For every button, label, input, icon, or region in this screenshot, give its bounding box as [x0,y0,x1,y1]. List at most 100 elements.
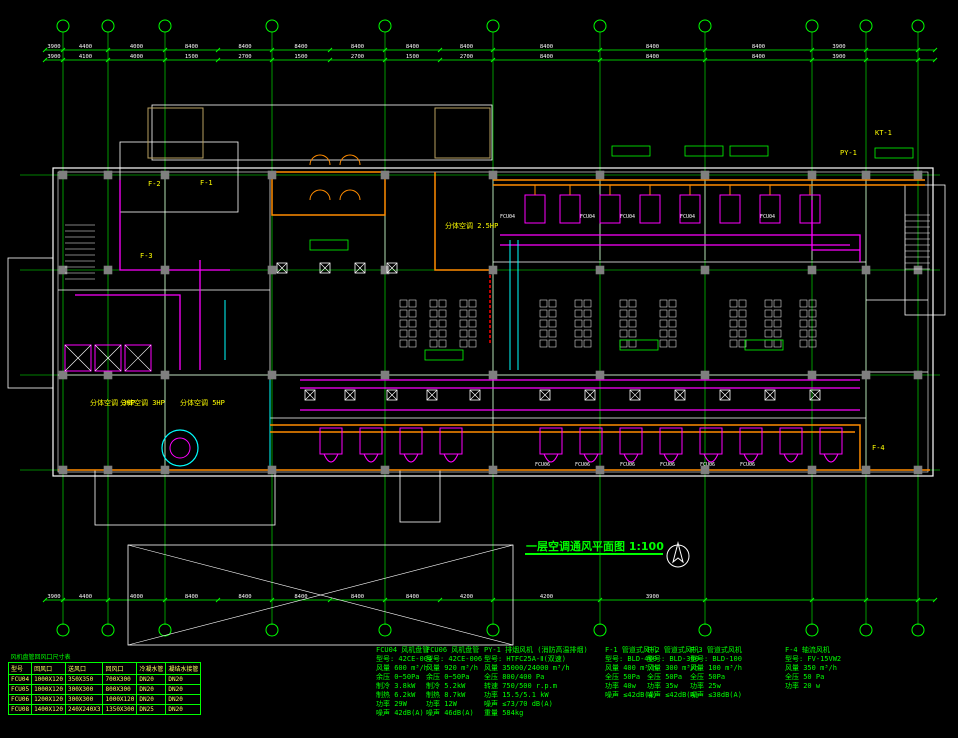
air-diffuser [674,389,686,401]
spec-line: 全压 800/400 Pa [484,673,545,681]
equipment-spec: PY-1 排烟风机 (消防高温排烟)型号: HTFC25A-Ⅱ(双速)风量 35… [484,646,588,718]
column [913,170,923,180]
column [913,265,923,275]
desk-seat [738,339,747,348]
dim-text: 8400 [238,594,251,600]
stair-wall [119,141,239,213]
fcu-tag: FCU06 [535,462,550,468]
air-diffuser [719,389,731,401]
dim-tick [702,57,708,63]
dim-tick [215,597,221,603]
spec-line: 型号: BLD-300 [647,655,699,663]
dim-tick [269,57,275,63]
dim-text: 4100 [79,54,92,60]
fcu-unit [719,194,741,224]
round-stair [161,429,199,467]
chilled-water-pipe [434,172,493,271]
desk-seat [729,319,738,328]
spec-line: 噪声 ≤42dB(A) [605,691,657,699]
axis-bubble [859,623,873,637]
dim-tick [809,47,815,53]
desk-seat [668,309,677,318]
column [807,265,817,275]
air-diffuser [584,389,596,401]
dim-text: 4200 [540,594,553,600]
spec-line: 型号: 42CE-004 [376,655,433,663]
desk-seat [773,309,782,318]
desk-seat [729,309,738,318]
desk-seat [459,309,468,318]
desk-seat [729,299,738,308]
door-swing [319,154,331,166]
fcu-unit [659,427,683,455]
desk-seat [468,309,477,318]
axis-bubble [698,623,712,637]
spec-line: 风量 35000/24000 m³/h [484,664,570,672]
table-cell: 1000X120 [31,684,66,695]
spec-title: FCU04 风机盘管 [376,646,430,654]
desk-seat [399,319,408,328]
side-stair [904,184,946,316]
dim-text: 4000 [130,54,143,60]
dim-tick [915,57,921,63]
table-header-cell: 回风口 [31,662,66,675]
table-cell: 1400X120 [31,704,66,715]
table-header-cell: 型号 [7,662,33,675]
dim-tick [327,47,333,53]
desk-seat [659,299,668,308]
room-label: PY-1 [840,149,857,157]
dim-tick [60,597,66,603]
dim-text: 8400 [752,44,765,50]
table-cell: 800X300 [102,684,138,695]
spec-line: 功率 40w [605,682,636,690]
spec-line: 型号: BLD-400 [605,655,657,663]
spec-line: 全压 50Pa [690,673,726,681]
spec-line: 功率 35w [647,682,678,690]
room-label: F-1 [200,179,213,187]
table-cell: FCU08 [7,704,33,715]
dim-text: 8400 [406,44,419,50]
spec-line: 全压 50Pa [647,673,683,681]
column [267,265,277,275]
axis-bubble [911,623,925,637]
dim-text: 8400 [185,594,198,600]
spec-line: 功率 15.5/5.1 kW [484,691,549,699]
elevator-shaft [64,344,92,372]
column [58,265,68,275]
planter [434,107,491,159]
desk-seat [459,329,468,338]
spec-line: 噪声 46dB(A) [426,709,474,717]
air-diffuser [539,389,551,401]
desk-seat [764,329,773,338]
spec-line: 型号: FV-15VW2 [785,655,842,663]
dim-text: 2700 [351,54,364,60]
fcu-tag: FCU06 [660,462,675,468]
air-diffuser [764,389,776,401]
desk-seat [438,299,447,308]
column [595,465,605,475]
dim-tick [60,57,66,63]
diffuser-x [539,389,551,401]
column [160,265,170,275]
fcu-tag: FCU06 [620,462,635,468]
dim-text: 3900 [646,594,659,600]
fcu-unit [359,427,383,455]
north-arrow-icon [666,541,690,568]
fcu-diffuser [323,453,339,463]
desk-seat [438,329,447,338]
desk-seat [574,329,583,338]
dim-tick [327,597,333,603]
table-cell: DN20 [136,694,167,705]
desk-seat [659,309,668,318]
dim-tick [60,47,66,53]
desk-seat [574,319,583,328]
shaft-x [64,344,92,372]
desk-seat [619,329,628,338]
desk-seat [408,339,417,348]
fcu-diffuser [443,453,459,463]
desk-seat [459,299,468,308]
chilled-water-pipe [271,171,386,216]
